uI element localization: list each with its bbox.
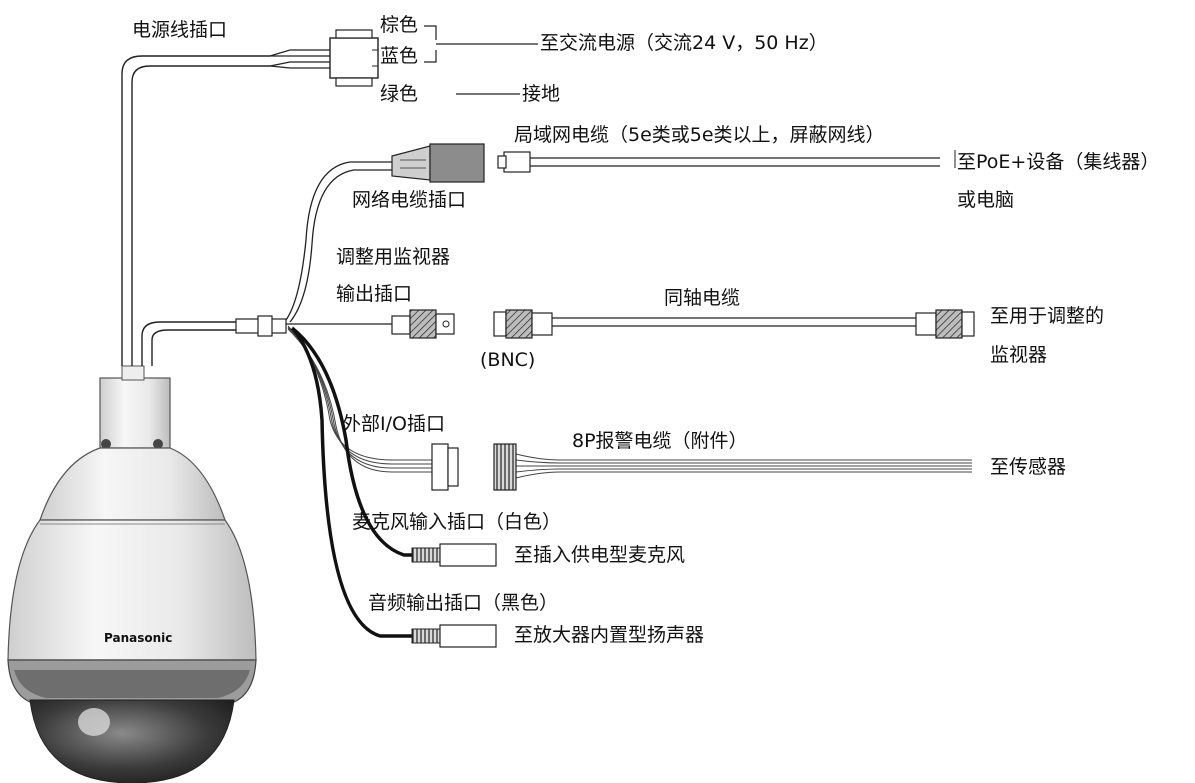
power-connector-label: 电源线插口 <box>132 19 228 41</box>
to-speaker-label: 至放大器内置型扬声器 <box>514 624 705 646</box>
monitor-output-label-line2: 输出插口 <box>336 283 413 305</box>
monitor-output-label-line1: 调整用监视器 <box>336 246 451 268</box>
coax-cable-label: 同轴电缆 <box>664 287 741 309</box>
to-poe-label: 至PoE+设备（集线器） <box>957 151 1160 173</box>
external-io-label: 外部I/O插口 <box>342 413 445 435</box>
or-pc-label: 或电脑 <box>957 189 1015 211</box>
bnc-connector-left-icon <box>493 309 553 339</box>
ground-label: 接地 <box>522 83 561 105</box>
cables <box>121 49 972 638</box>
to-monitor-label-line2: 监视器 <box>990 344 1048 366</box>
camera-body <box>7 365 257 783</box>
audio-output-label: 音频输出插口（黑色） <box>368 592 559 614</box>
to-ac-power-label: 至交流电源（交流24 V，50 Hz） <box>540 32 828 54</box>
green-wire-label: 绿色 <box>380 83 419 105</box>
to-monitor-label-line1: 至用于调整的 <box>990 305 1105 327</box>
blue-wire-label: 蓝色 <box>380 45 419 67</box>
audio-plug-icon <box>411 624 497 648</box>
bnc-connector-right-icon <box>915 309 975 339</box>
rj45-plug-icon <box>497 151 531 173</box>
mic-input-label: 麦克风输入插口（白色） <box>352 511 562 533</box>
to-mic-label: 至插入供电型麦克风 <box>514 544 686 566</box>
network-connector-label: 网络电缆插口 <box>352 189 467 211</box>
power-plug-icon <box>329 29 379 87</box>
brand-logo: Panasonic <box>104 631 173 645</box>
bnc-label: (BNC) <box>480 349 536 371</box>
to-sensor-label: 至传感器 <box>990 456 1067 478</box>
alarm-cable-connector-icon <box>493 443 517 491</box>
network-plug-icon <box>391 143 485 183</box>
io-connector-icon <box>431 443 459 491</box>
power-leader-lines <box>424 25 538 95</box>
brown-wire-label: 棕色 <box>380 14 419 36</box>
lan-cable-label: 局域网电缆（5e类或5e类以上，屏蔽网线） <box>514 124 885 146</box>
alarm-cable-label: 8P报警电缆（附件） <box>572 430 748 452</box>
mic-plug-icon <box>411 543 497 567</box>
monitor-output-connector-icon <box>235 309 455 339</box>
